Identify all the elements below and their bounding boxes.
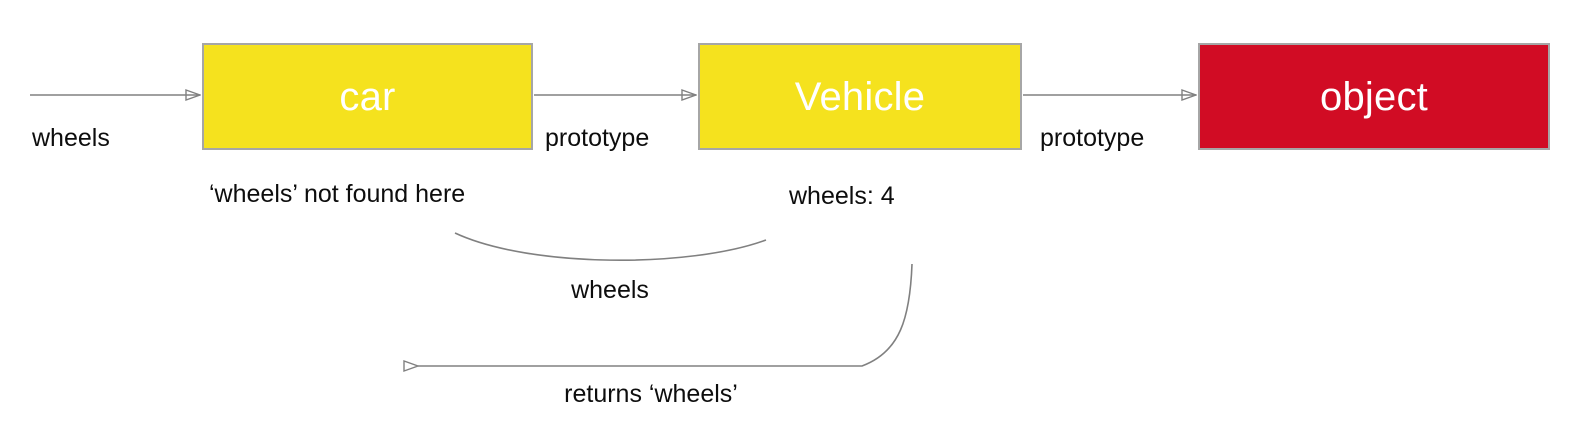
note-car-miss: ‘wheels’ not found here xyxy=(209,180,466,208)
edge-label-return-value: returns ‘wheels’ xyxy=(564,380,738,408)
edge-label-vehicle-prototype: prototype xyxy=(1040,124,1145,152)
edge-delegate-lookup xyxy=(454,232,767,261)
edge-label-lookup-in: wheels xyxy=(32,124,110,152)
node-car[interactable]: car xyxy=(202,43,533,150)
node-object-label: object xyxy=(1320,74,1428,119)
edge-label-delegate-lookup: wheels xyxy=(571,276,649,304)
edge-return-value xyxy=(418,263,913,366)
edge-label-car-prototype: prototype xyxy=(545,124,650,152)
note-vehicle-hit: wheels: 4 xyxy=(789,182,895,210)
node-vehicle[interactable]: Vehicle xyxy=(698,43,1022,150)
node-vehicle-label: Vehicle xyxy=(794,74,926,119)
node-object[interactable]: object xyxy=(1198,43,1550,150)
node-car-label: car xyxy=(339,74,396,119)
